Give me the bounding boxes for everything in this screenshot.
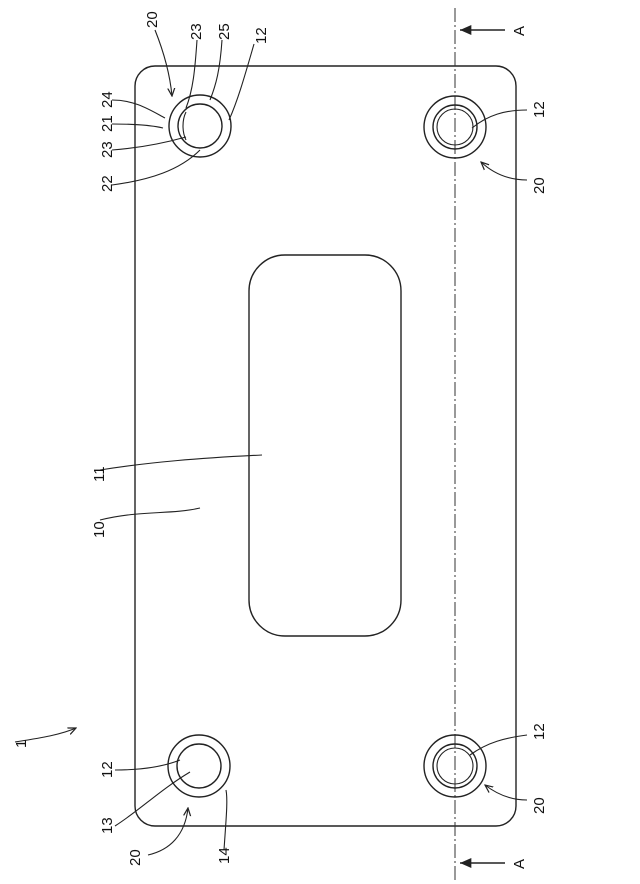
label-opening: 11 — [91, 466, 108, 482]
label-tl-12: 12 — [253, 27, 270, 44]
label-bl-20: 20 — [127, 849, 144, 866]
label-section-top: A — [511, 26, 528, 36]
bolt-top-left — [169, 95, 231, 157]
label-tl-22: 22 — [99, 175, 116, 192]
leader-lines — [15, 30, 527, 855]
bolt-bottom-left — [168, 735, 230, 797]
label-bl-13: 13 — [99, 817, 116, 834]
label-section-bottom: A — [511, 859, 528, 869]
label-tl-25: 25 — [216, 23, 233, 40]
label-tr-12: 12 — [531, 101, 548, 118]
label-tl-24: 24 — [99, 91, 116, 108]
label-plate: 10 — [91, 521, 108, 538]
plate-outline — [135, 66, 516, 826]
label-tl-21: 21 — [99, 115, 116, 132]
central-opening — [249, 255, 401, 636]
label-assembly: 1 — [13, 740, 30, 748]
label-bl-12: 12 — [99, 761, 116, 778]
label-tl-20: 20 — [144, 11, 161, 28]
label-bl-14: 14 — [216, 847, 233, 864]
label-tl-23b: 23 — [99, 141, 116, 158]
label-tl-23a: 23 — [188, 23, 205, 40]
label-br-12: 12 — [531, 723, 548, 740]
label-br-20: 20 — [531, 797, 548, 814]
label-tr-20: 20 — [531, 177, 548, 194]
